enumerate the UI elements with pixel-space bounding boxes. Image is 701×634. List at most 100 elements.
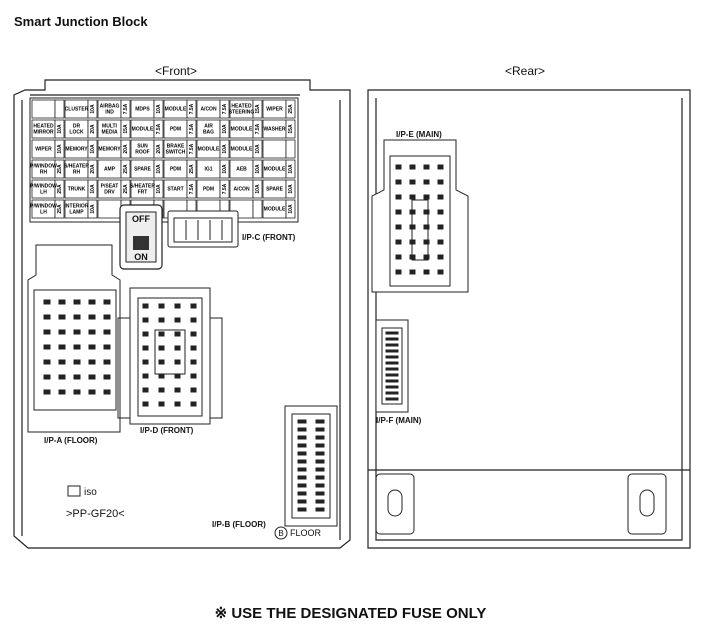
- fuse-name: LH: [40, 189, 47, 195]
- fuse-name: A/CON: [233, 186, 250, 192]
- svg-text:FLOOR: FLOOR: [290, 528, 322, 538]
- fuse-name: INTERIOR: [65, 203, 89, 209]
- fuse-rating: 20A: [90, 164, 96, 174]
- fuse-name: WIPER: [35, 146, 52, 152]
- fuse-rating: 25A: [189, 164, 195, 174]
- fuse-rating: 7.5A: [222, 103, 228, 114]
- connector-pin: [174, 387, 181, 393]
- fuse-name: BAG: [203, 129, 214, 135]
- fuse-name: P/SEAT: [101, 183, 119, 189]
- fuse-name: RH: [73, 169, 81, 175]
- fuse-name: IG1: [204, 166, 212, 172]
- page-title: Smart Junction Block: [14, 14, 148, 29]
- ipa-connector: [27, 244, 121, 433]
- connector-pin: [158, 317, 165, 323]
- fuse-rating: 25A: [288, 104, 294, 114]
- connector-pin: [103, 359, 111, 365]
- fuse-name: MODULE: [165, 106, 187, 112]
- fuse-rating: 7.5A: [189, 103, 195, 114]
- connector-pin: [158, 401, 165, 407]
- connector-pin: [423, 179, 430, 185]
- fuse-rating: 10A: [156, 104, 162, 114]
- connector-pin: [158, 303, 165, 309]
- fuse-name: IND: [105, 109, 114, 115]
- connector-pin: [174, 331, 181, 337]
- connector-pin: [88, 389, 96, 395]
- fuse-name: MULTI: [102, 123, 118, 129]
- fuse-name: MEDIA: [101, 129, 118, 135]
- connector-pin: [174, 401, 181, 407]
- ipb-connector: [284, 405, 338, 527]
- fuse-rating: 10A: [156, 184, 162, 194]
- switch-on-label: ON: [134, 252, 148, 262]
- connector-pin: [437, 239, 444, 245]
- front-housing: [13, 79, 351, 549]
- connector-pin: [395, 239, 402, 245]
- ipc-label: I/P-C (FRONT): [242, 233, 296, 242]
- ipa-label: I/P-A (FLOOR): [44, 436, 98, 445]
- connector-pin: [437, 254, 444, 260]
- fuse-name: DR: [73, 123, 81, 129]
- connector-pin: [58, 299, 66, 305]
- connector-pin: [43, 314, 51, 320]
- ipd-connector: [117, 287, 223, 425]
- connector-pin: [158, 359, 165, 365]
- fuse-rating: 15A: [288, 124, 294, 134]
- connector-pin: [423, 254, 430, 260]
- connector-pin: [297, 427, 307, 432]
- connector-pin: [297, 499, 307, 504]
- fuse-name: P/WINDOW: [30, 203, 57, 209]
- connector-pin: [395, 179, 402, 185]
- fuse-rating: 10A: [90, 104, 96, 114]
- connector-pin: [190, 359, 197, 365]
- connector-pin: [437, 224, 444, 230]
- connector-pin: [297, 507, 307, 512]
- connector-pin: [437, 194, 444, 200]
- fuse-name: WASHER: [264, 126, 286, 132]
- connector-pin: [315, 483, 325, 488]
- fuse-name: AMP: [104, 166, 116, 172]
- connector-pin: [395, 209, 402, 215]
- logo-mark: iso: [67, 485, 97, 498]
- fuse-name: ROOF: [135, 149, 149, 155]
- fuse-name: MODULE: [132, 126, 154, 132]
- part-code: >PP-GF20<: [66, 508, 125, 520]
- fuse-name: MEMORY: [98, 146, 121, 152]
- connector-pin: [423, 269, 430, 275]
- fuse-rating: 10A: [255, 144, 261, 154]
- floor-badge: B FLOOR: [274, 526, 322, 540]
- connector-pin: [43, 359, 51, 365]
- connector-pin: [297, 459, 307, 464]
- fuse-rating: 7.5A: [189, 143, 195, 154]
- fuse-rating: 7.5A: [255, 123, 261, 134]
- connector-pin: [88, 314, 96, 320]
- connector-pin: [142, 387, 149, 393]
- connector-pin: [409, 179, 416, 185]
- connector-pin: [73, 329, 81, 335]
- fuse-rating: 25A: [57, 204, 63, 214]
- connector-pin: [437, 164, 444, 170]
- connector-pin: [385, 367, 399, 371]
- connector-pin: [142, 331, 149, 337]
- connector-pin: [174, 303, 181, 309]
- connector-pin: [297, 467, 307, 472]
- fuse-rating: 7.5A: [189, 123, 195, 134]
- connector-pin: [142, 345, 149, 351]
- fuse-rating: 10A: [90, 144, 96, 154]
- connector-pin: [190, 373, 197, 379]
- ipe-connector: [371, 139, 469, 293]
- connector-pin: [385, 337, 399, 341]
- ipd-label: I/P-D (FRONT): [140, 426, 194, 435]
